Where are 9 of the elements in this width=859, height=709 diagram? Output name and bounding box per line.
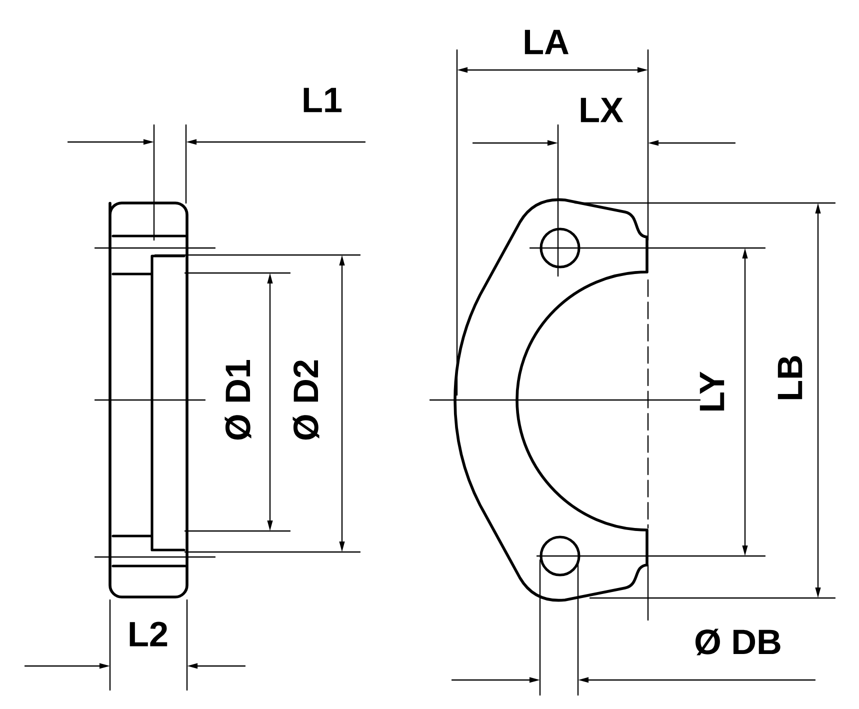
dimension-label: LX [580, 98, 624, 122]
dimension-label: L1 [304, 88, 342, 112]
dimension-label: Ø D1 [224, 360, 252, 440]
dimension-label: LY [700, 372, 724, 410]
dimension-label: LA [524, 30, 568, 54]
dimension-label: Ø DB [696, 628, 780, 656]
dimension-label: LB [778, 356, 802, 400]
dimension-label: Ø D2 [292, 360, 320, 440]
dimension-label: L2 [130, 622, 168, 646]
